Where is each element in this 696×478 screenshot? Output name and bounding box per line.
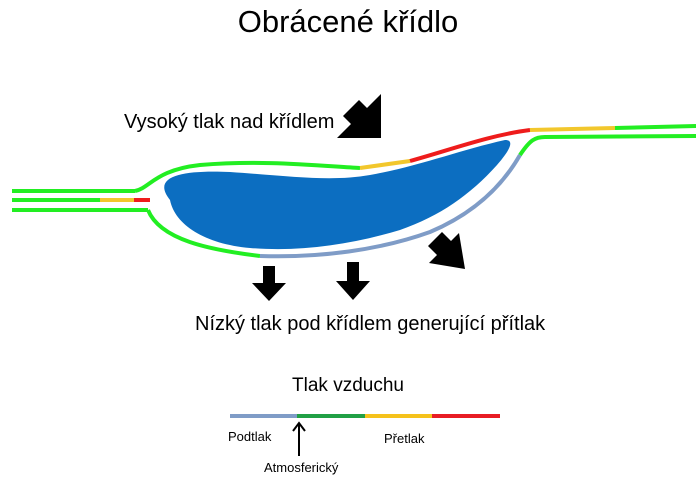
legend-title: Tlak vzduchu (292, 375, 404, 396)
high-pressure-arrow-icon (337, 94, 381, 138)
atmospheric-pointer-arrow-icon (292, 421, 306, 456)
lower-surface-streamline (146, 134, 696, 259)
high-pressure-label: Vysoký tlak nad křídlem (124, 111, 335, 133)
left-inlet-streamlines (12, 189, 150, 212)
legend-overpressure-label: Přetlak (384, 431, 425, 446)
legend-underpressure-label: Podtlak (228, 429, 272, 444)
down-arrow-icon (252, 266, 286, 301)
low-pressure-label: Nízký tlak pod křídlem generující přítla… (195, 313, 546, 335)
legend-atmospheric-label: Atmosferický (264, 460, 339, 475)
down-arrow-icon (336, 262, 370, 300)
upper-surface-streamline (134, 124, 696, 193)
wing-shape (164, 140, 511, 250)
diagram-title: Obrácené křídlo (237, 4, 459, 39)
down-arrow-icon (428, 232, 465, 269)
